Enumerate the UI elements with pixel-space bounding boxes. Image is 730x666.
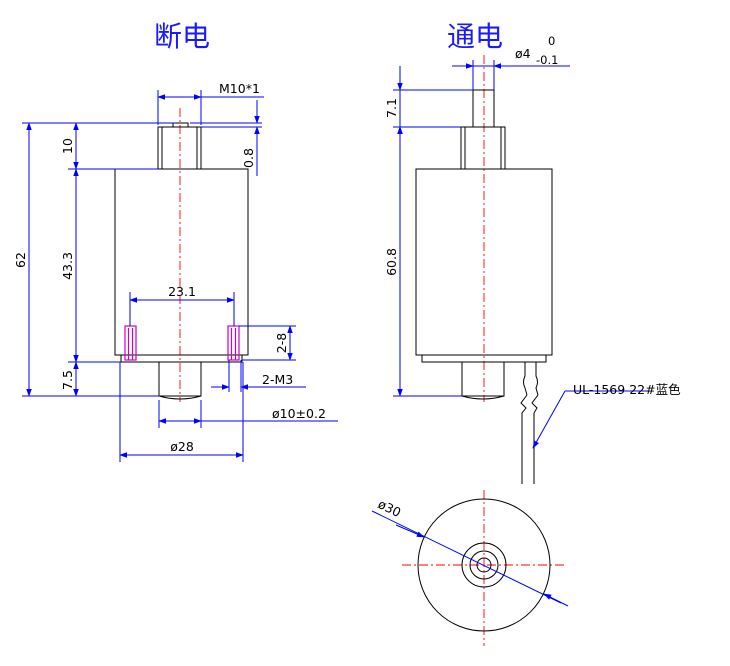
dim-shaft-diameter: ø10±0.2 [272,406,326,421]
dim-body-diameter: ø28 [170,439,194,454]
right-bottom-shaft [461,361,505,397]
dim-thread: M10*1 [219,81,260,96]
bottom-pin-circle [476,557,492,573]
dim-bottom-diameter: ø30 [376,496,404,520]
dim-body-height: 43.3 [60,252,75,280]
right-pin [472,89,495,128]
dim-bottom-length: 7.5 [60,370,75,390]
left-view: M10*1 0.8 62 10 43.3 7.5 23.1 2-8 [13,81,338,462]
left-bottom-shaft [158,361,202,397]
right-view: ø4 0 -0.1 7.1 60.8 UL-1569 22#蓝色 [384,34,681,484]
bottom-shaft-circle [461,542,507,588]
dim-height: 60.8 [384,248,399,276]
right-threaded-stud [460,126,506,170]
dim-pin-tol-upper: 0 [548,34,555,48]
dim-hole-depth: 2-8 [274,333,289,353]
dim-pin-tol-lower: -0.1 [536,53,558,67]
bottom-outer-circle [417,498,551,632]
dim-hole-spacing: 23.1 [168,284,196,299]
left-base-flange [120,354,243,363]
lead-wire [520,362,539,484]
dim-pin-diameter: ø4 [515,46,531,61]
title-power-on: 通电 [447,20,503,53]
dim-overall-height: 62 [13,252,28,268]
dim-top-gap: 0.8 [241,148,256,168]
title-power-off: 断电 [154,20,210,53]
left-top-cap [172,122,189,128]
wire-label: UL-1569 22#蓝色 [573,382,681,397]
left-threaded-stud [157,126,202,170]
dim-holes: 2-M3 [262,372,293,387]
bottom-view: ø30 [371,490,569,646]
dim-pin-stroke: 7.1 [384,98,399,118]
dim-top-length: 10 [60,138,75,154]
